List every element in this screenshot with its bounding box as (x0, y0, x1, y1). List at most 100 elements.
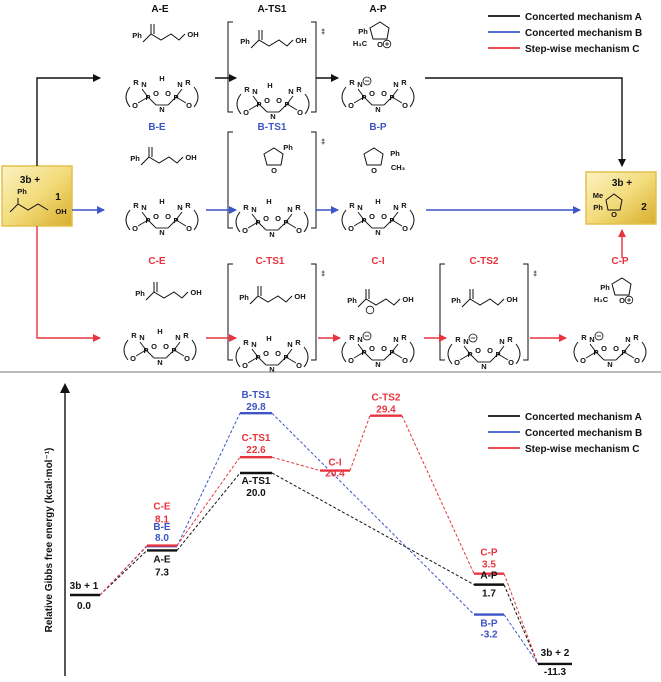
atom-label: P (255, 353, 260, 362)
ring-structure: O (369, 21, 392, 49)
atom-label: N (375, 105, 380, 114)
connector-c (99, 545, 148, 596)
atom-label: P (467, 350, 472, 359)
ts-bracket-right (311, 263, 317, 361)
atom-label: O (348, 101, 354, 110)
ring-bonds (363, 147, 384, 166)
atom-label: Ph (283, 143, 293, 152)
atom-label: N (357, 335, 362, 344)
atom-label: N (589, 335, 594, 344)
atom-label: O (296, 361, 302, 370)
atom-label: N (270, 112, 275, 121)
atom-label: P (621, 348, 626, 357)
connector-b (271, 412, 475, 615)
atom-label: P (495, 350, 500, 359)
arrow-mechanism-a (36, 74, 101, 166)
species-label-b-e: B-E (148, 122, 166, 133)
ts-dagger: ‡ (321, 27, 325, 36)
atom-label: R (296, 85, 302, 94)
atom-label: OH (190, 288, 201, 297)
atom-label: O (275, 214, 281, 223)
atom-label: R (133, 78, 139, 87)
connector-b (503, 614, 539, 665)
atom-label: N (625, 335, 630, 344)
atom-label: Ph (347, 296, 357, 305)
atom-label: O (276, 96, 282, 105)
atom-label: O (242, 226, 248, 235)
connector-b (176, 413, 241, 547)
atom-label: H (266, 197, 271, 206)
atom-label: N (177, 203, 182, 212)
atom-label: N (287, 205, 292, 214)
atom-label: R (349, 333, 355, 342)
atom-label: N (287, 340, 292, 349)
species-label-c-e: C-E (148, 256, 166, 267)
atom-label: R (185, 201, 191, 210)
level-name-bp: B-P (480, 619, 498, 630)
atom-label: P (283, 353, 288, 362)
atom-label: N (252, 87, 257, 96)
atom-label: R (295, 338, 301, 347)
atom-label: O (487, 346, 493, 355)
atom-label: Ph (130, 154, 140, 163)
atom-label: R (633, 333, 639, 342)
atom-label: N (393, 80, 398, 89)
level-name-bts1: B-TS1 (242, 390, 271, 401)
legend-label-c: Step-wise mechanism C (525, 44, 639, 55)
atom-label: R (185, 78, 191, 87)
atom-label: O (132, 101, 138, 110)
atom-label: O (634, 356, 640, 365)
atom-label: O (186, 224, 192, 233)
atom-label: R (131, 331, 137, 340)
ts-dagger: ‡ (321, 269, 325, 278)
level-value-bp: -3.2 (480, 630, 498, 641)
connector-c (349, 415, 371, 471)
atom-label: O (263, 214, 269, 223)
atom-label: O (165, 212, 171, 221)
arrow-mechanism-c (36, 226, 101, 342)
atom-label: P (173, 93, 178, 102)
atom-label: N (175, 333, 180, 342)
substrate-bonds (145, 291, 189, 301)
ring-bonds (611, 277, 632, 296)
atom-label: N (141, 203, 146, 212)
atom-label: O (381, 89, 387, 98)
ts-bracket-left (227, 21, 233, 113)
atom-label: Ph (451, 296, 461, 305)
atom-label: N (139, 333, 144, 342)
atom-label: P (389, 93, 394, 102)
species-label-c-ts2: C-TS2 (470, 256, 499, 267)
atom-label: Ph (17, 187, 27, 196)
connector-a (99, 550, 148, 596)
atom-label: O (153, 89, 159, 98)
ts-bracket-right (523, 263, 529, 361)
atom-label: H₃C (594, 295, 609, 304)
atom-label: H (159, 74, 164, 83)
level-name-ap: A-P (480, 571, 498, 582)
level-value-end: -11.3 (544, 667, 567, 678)
atom-label: R (244, 85, 250, 94)
atom-label: N (159, 228, 164, 237)
atom-label: P (256, 100, 261, 109)
atom-label: O (153, 212, 159, 221)
level-name-ce: C-E (153, 502, 171, 513)
level-name-end: 3b + 2 (541, 648, 570, 659)
atom-label: R (133, 201, 139, 210)
legend-label-b: Concerted mechanism B (525, 28, 642, 39)
ts-bracket-right (311, 131, 317, 229)
substrate-bonds (250, 39, 294, 49)
atom-label: R (401, 333, 407, 342)
species-label-c-ts1: C-TS1 (256, 256, 285, 267)
atom-label: R (183, 331, 189, 340)
atom-label: H₃C (353, 39, 368, 48)
atom-label: H (157, 327, 162, 336)
substrate-bonds (142, 33, 186, 43)
